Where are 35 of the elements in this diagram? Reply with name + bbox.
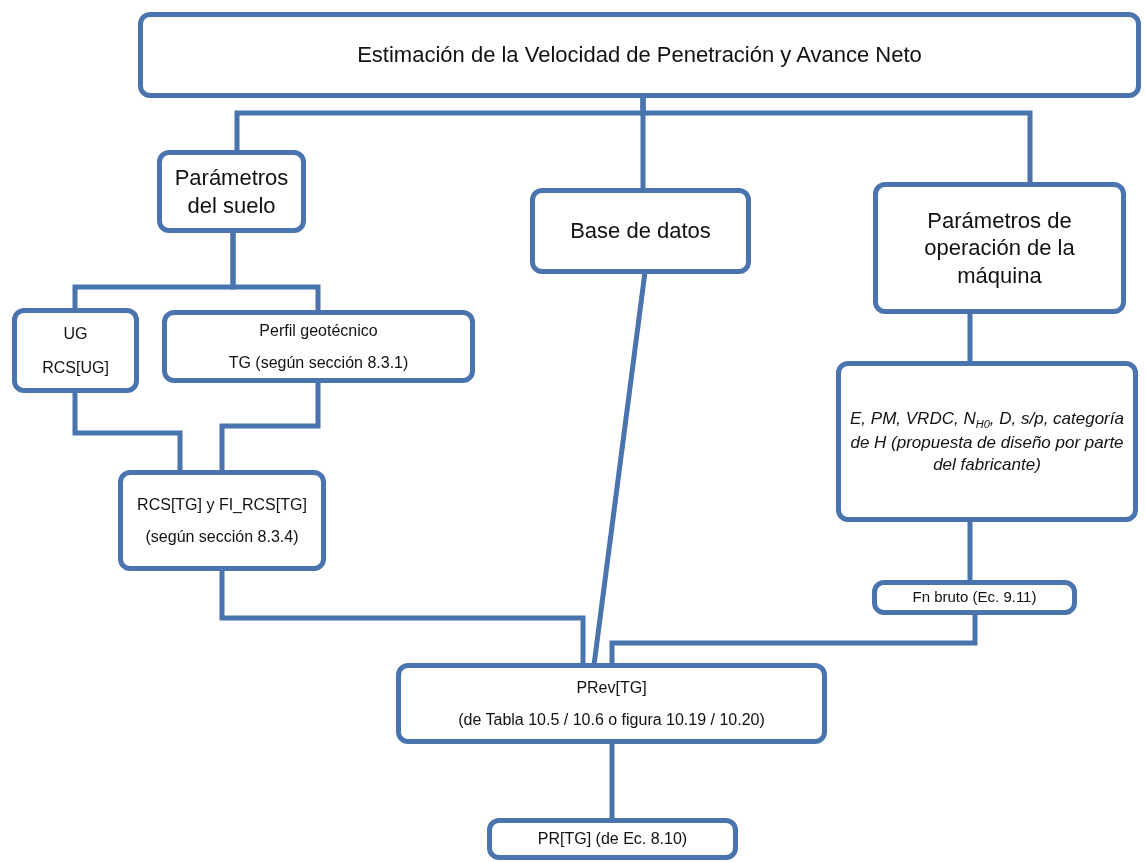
- node-text: RCS[TG] y FI_RCS[TG]: [137, 494, 307, 515]
- connector-line: [609, 742, 615, 820]
- title-text: Estimación de la Velocidad de Penetración y Avance Neto: [357, 41, 922, 69]
- node-note: TG (según sección 8.3.1): [228, 352, 409, 373]
- node-text: Parámetros del suelo: [173, 164, 290, 219]
- category-box: [873, 182, 1126, 314]
- category-box: [157, 150, 306, 233]
- node-text: E, PM, VRDC, N$_{H0}$, D, s/p, categoría de H (propuesta de diseño por parte del fabricante): [849, 408, 1125, 475]
- connector-line: [230, 231, 321, 312]
- connector-line: [219, 569, 586, 665]
- process-box: [396, 663, 827, 744]
- connector-line: [967, 520, 973, 582]
- title-box: [138, 12, 1141, 98]
- connector-line: [219, 381, 321, 472]
- process-box: [872, 580, 1077, 615]
- category-box: [530, 188, 751, 274]
- node-text: Perfil geotécnico: [259, 320, 378, 341]
- connector-line: [967, 312, 973, 363]
- process-box: [12, 308, 139, 393]
- process-box: [836, 361, 1138, 522]
- connector-line: [640, 96, 1033, 184]
- node-text: Base de datos: [570, 217, 711, 245]
- connector-line: [72, 391, 183, 472]
- node-text: Parámetros de operación de la máquina: [923, 206, 1076, 290]
- connector-line: [609, 613, 978, 665]
- node-note: RCS[UG]: [42, 357, 109, 378]
- node-text: PR[TG] (de Ec. 8.10): [537, 829, 688, 849]
- node-note: (según sección 8.3.4): [145, 526, 299, 547]
- process-box: [162, 310, 475, 383]
- node-text: Fn bruto (Ec. 9.11): [912, 588, 1037, 607]
- process-box: [487, 818, 738, 860]
- process-box: [118, 470, 326, 571]
- node-text: UG: [63, 323, 88, 344]
- node-note: (de Tabla 10.5 / 10.6 o figura 10.19 / 10.20): [458, 709, 765, 730]
- node-text: PRev[TG]: [576, 677, 647, 698]
